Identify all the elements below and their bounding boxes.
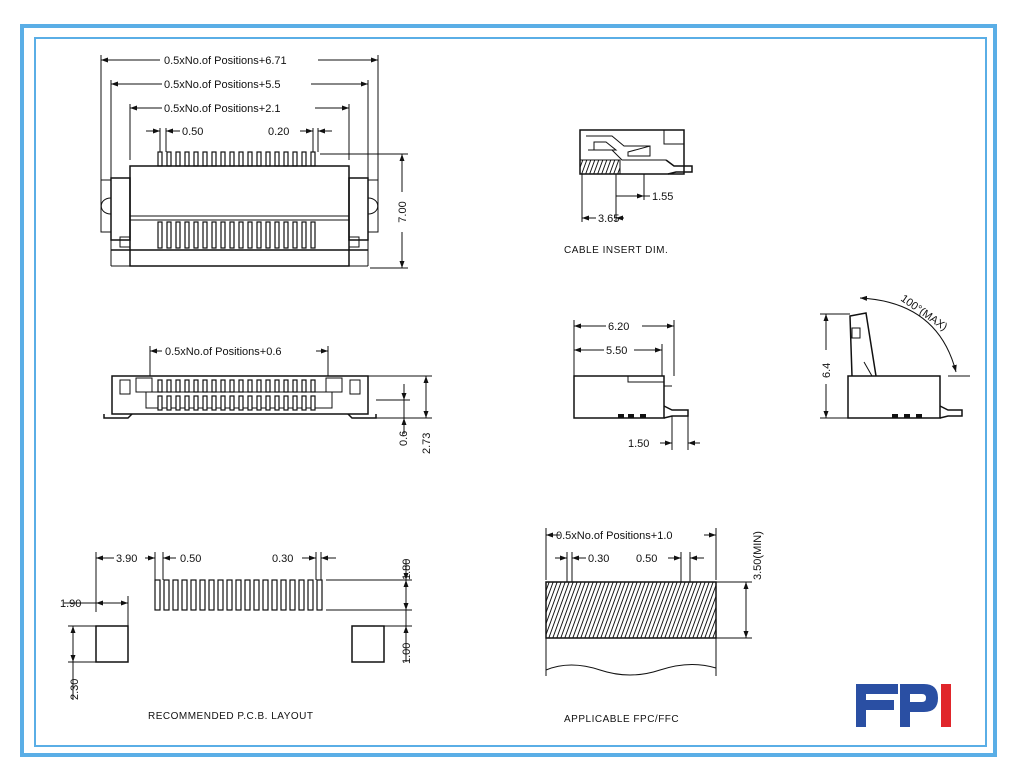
- caption-fpc: APPLICABLE FPC/FFC: [564, 714, 679, 725]
- pcb-layout: 3.90 0.50 0.30: [60, 552, 413, 722]
- dim-cable-a: 1.55: [652, 191, 673, 203]
- dim-total-width: 0.5xNo.of Positions+6.71: [164, 55, 287, 67]
- drawing-frame-outer: [20, 24, 997, 757]
- dim-front-depth: 7.00: [397, 201, 409, 222]
- front-bottom-contacts: [157, 221, 316, 249]
- dim-fpc-conductor: 0.30: [588, 553, 609, 565]
- dim-actuator-angle: 100°(MAX): [898, 293, 949, 334]
- front-view: 0.5xNo.of Positions+6.71 0.5xNo.of Posit…: [100, 55, 409, 269]
- dim-fpc-exposed: 3.50(MIN): [752, 531, 764, 580]
- pcb-pads: [154, 579, 323, 611]
- dim-side-total: 2.73: [421, 433, 433, 454]
- side-contacts: [157, 379, 316, 411]
- actuator-view: 6.4 100°(MAX): [820, 293, 970, 419]
- dim-fpc-width: 0.5xNo.of Positions+1.0: [556, 530, 673, 542]
- dim-body-width: 0.5xNo.of Positions+5.5: [164, 79, 281, 91]
- dim-actuator-height: 6.4: [821, 363, 833, 378]
- dim-pcb-tab-width: 1.90: [60, 598, 81, 610]
- caption-cable-insert: CABLE INSERT DIM.: [564, 245, 668, 256]
- dim-profile-total: 6.20: [608, 321, 629, 333]
- dim-pin-span: 0.5xNo.of Positions+2.1: [164, 103, 281, 115]
- dim-pcb-tab-gap: 1.00: [401, 643, 413, 664]
- dim-front-pin-width: 0.20: [268, 126, 289, 138]
- dim-profile-body: 5.50: [606, 345, 627, 357]
- side-view: 0.5xNo.of Positions+0.6: [103, 346, 433, 454]
- dim-front-pitch: 0.50: [182, 126, 203, 138]
- dim-pcb-pitch: 0.50: [180, 553, 201, 565]
- drawing-frame-inner: [34, 37, 987, 747]
- front-top-pins: [157, 151, 316, 167]
- dim-pcb-pad-width: 0.30: [272, 553, 293, 565]
- dim-profile-foot: 1.50: [628, 438, 649, 450]
- fpi-logo: [856, 684, 951, 727]
- dim-cable-b: 3.65: [598, 213, 619, 225]
- dim-pcb-pad-length: 1.80: [401, 559, 413, 580]
- fpc-view: 0.5xNo.of Positions+1.0 0.30 0.50 3.50(M…: [545, 528, 764, 725]
- profile-view: 6.20 5.50 1.50: [573, 320, 700, 450]
- dim-pcb-tab-length: 2.30: [69, 679, 81, 700]
- dim-side-low: 0.6: [398, 431, 410, 446]
- dim-side-opening: 0.5xNo.of Positions+0.6: [165, 346, 282, 358]
- dim-fpc-pitch: 0.50: [636, 553, 657, 565]
- cable-insert-view: 1.55 3.65 CABLE INSERT DIM.: [564, 129, 693, 256]
- caption-pcb-layout: RECOMMENDED P.C.B. LAYOUT: [148, 711, 314, 722]
- dim-pcb-edge: 3.90: [116, 553, 137, 565]
